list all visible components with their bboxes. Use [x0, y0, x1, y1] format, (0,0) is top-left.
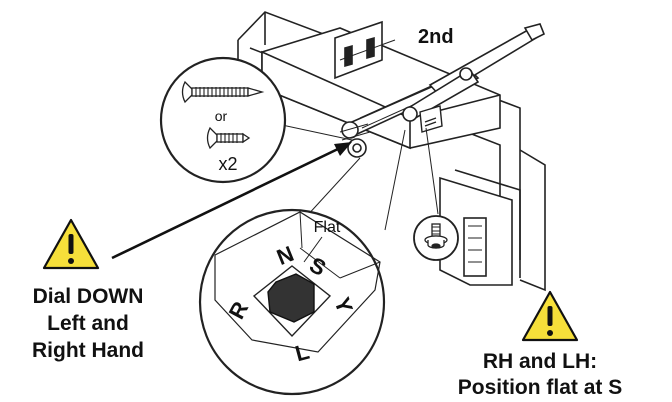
flange-bolt-icon [424, 223, 448, 249]
closer-arm [339, 23, 546, 158]
dial-letter-l: L [292, 339, 311, 367]
warning-left-line-3: Right Hand [32, 339, 144, 362]
warning-triangle-icon [521, 290, 579, 342]
screw-quantity: x2 [218, 154, 237, 174]
bolt-callout [413, 127, 459, 261]
step-label: 2nd [418, 26, 454, 48]
dial-arrow [111, 142, 352, 260]
screw-or-label: or [215, 108, 228, 124]
arm-shoe-bracket [419, 105, 443, 133]
warning-right-line-2: Position flat at S [458, 376, 623, 399]
flat-leader-line [303, 236, 323, 263]
warning-right: RH and LH: Position flat at S [458, 290, 623, 399]
screw-callout: or x2 [159, 56, 353, 184]
warning-left-line-2: Left and [47, 312, 129, 335]
door-panel [439, 169, 521, 286]
dial-callout: Flat N S Y L R [198, 129, 406, 396]
warning-right-line-1: RH and LH: [483, 350, 597, 373]
self-drilling-screw-icon [181, 80, 265, 104]
short-screw-icon [206, 126, 251, 150]
dial-shaft [267, 273, 315, 323]
warning-triangle-icon [42, 218, 100, 270]
warning-left-line-1: Dial DOWN [33, 285, 144, 308]
dial-flat-label: Flat [314, 219, 341, 236]
warning-left: Dial DOWN Left and Right Hand [32, 218, 144, 362]
